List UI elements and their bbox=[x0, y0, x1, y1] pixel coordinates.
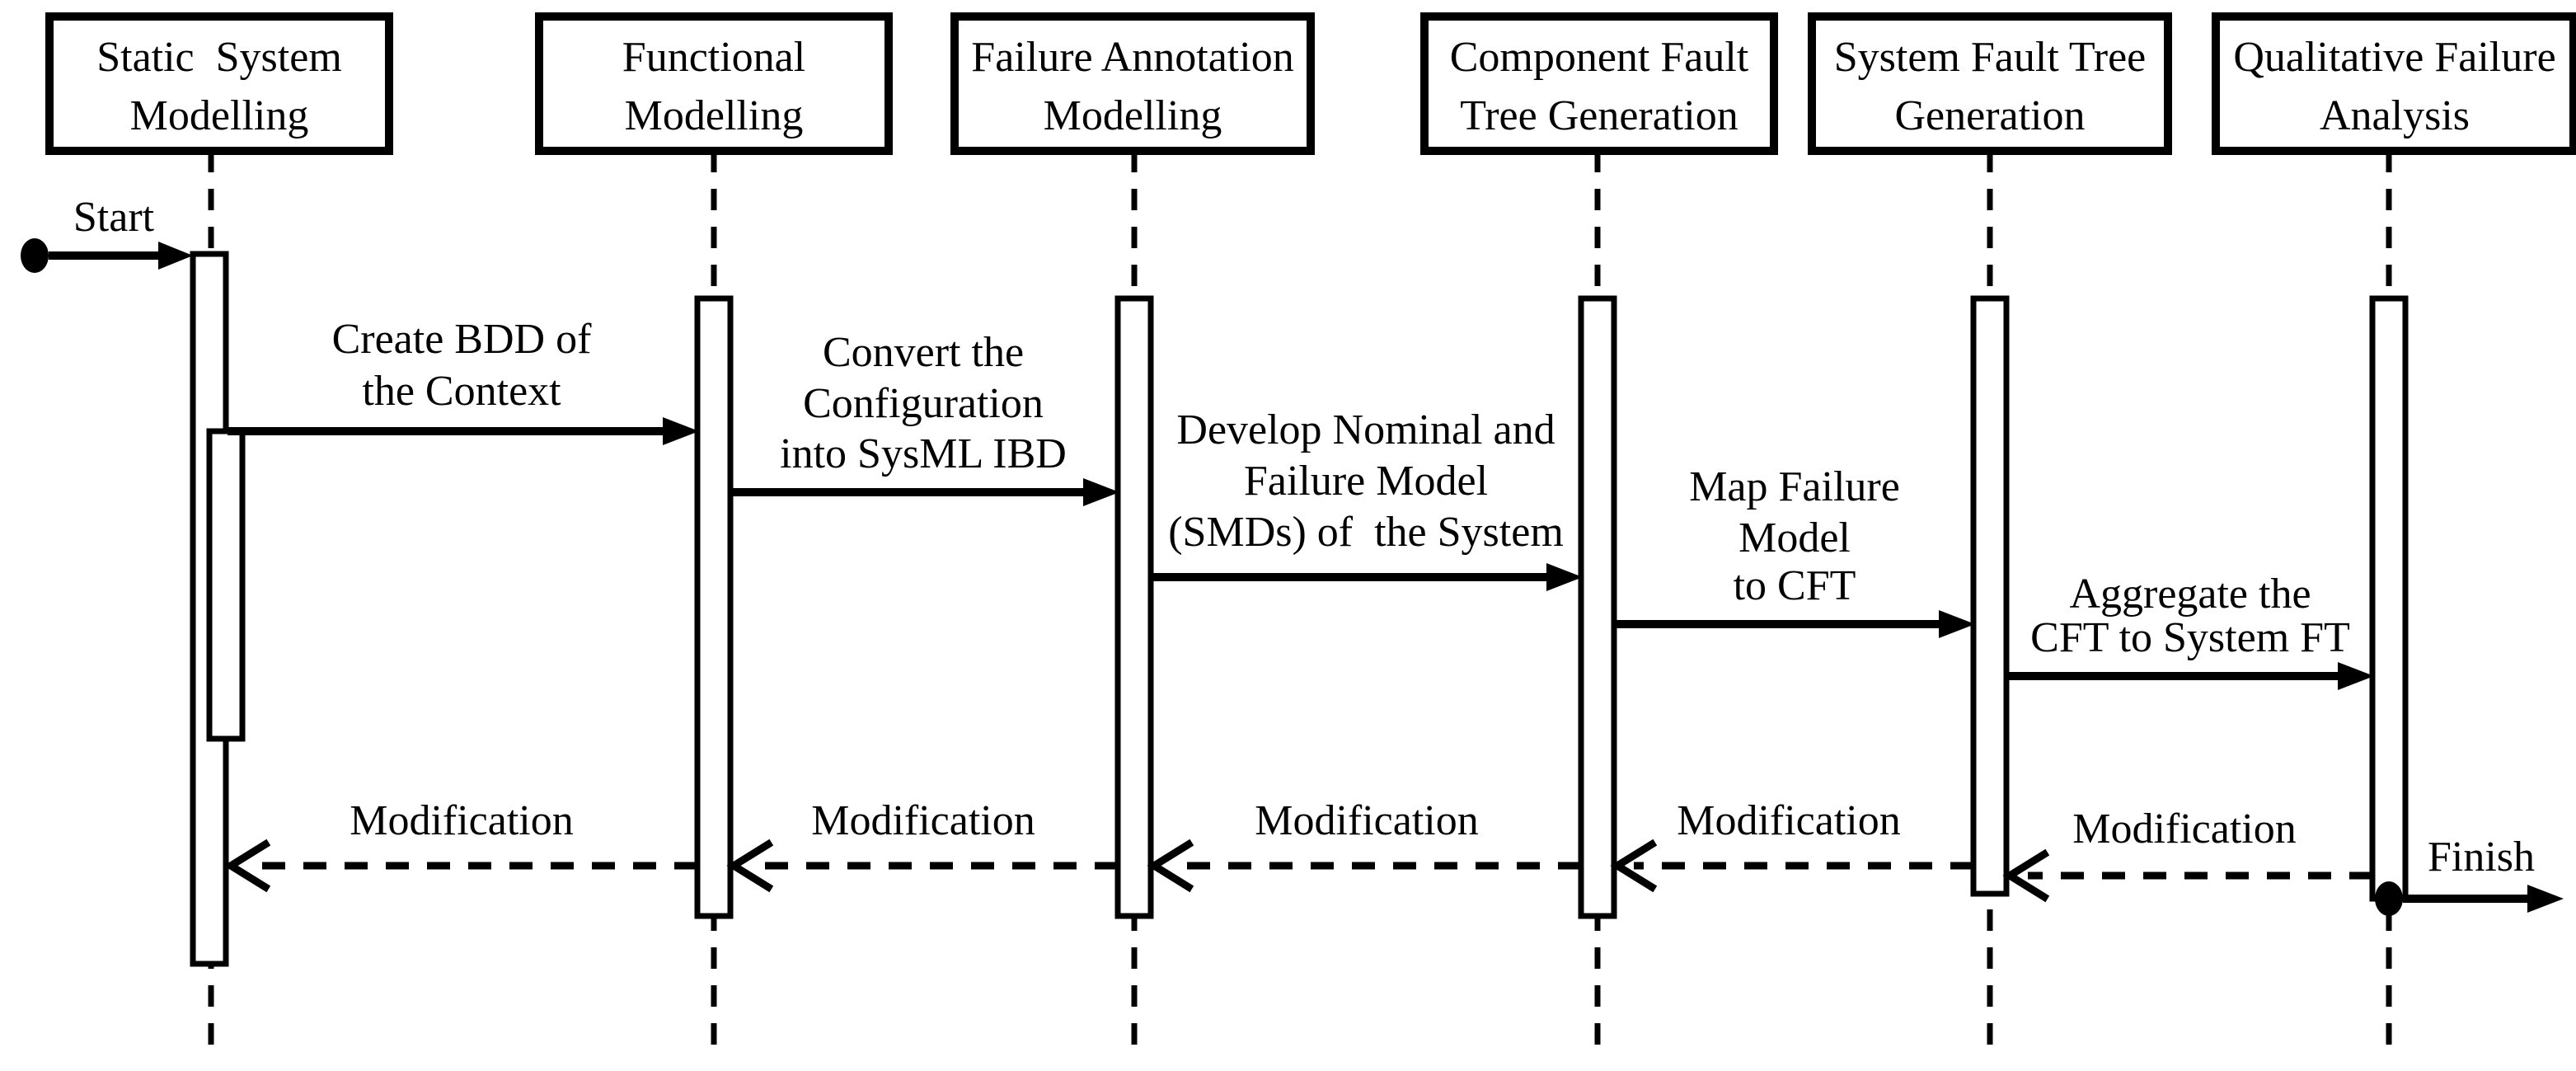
return-label: Modification bbox=[1255, 797, 1479, 844]
return-open-arrowhead bbox=[726, 838, 774, 893]
message-create-bdd: Create BDD of the Context bbox=[228, 316, 699, 445]
activation-bar-system-fault-tree-generation bbox=[1970, 295, 2010, 897]
return-open-arrowhead bbox=[2002, 848, 2050, 903]
message-label-line1: Develop Nominal and bbox=[1176, 406, 1555, 453]
lifeline-header-box bbox=[1420, 12, 1778, 155]
finish-node: Finish bbox=[2375, 834, 2564, 916]
return-open-arrowhead bbox=[1610, 838, 1658, 893]
activation-bar-static-system-modelling-nested bbox=[206, 428, 246, 742]
activation-bars bbox=[190, 251, 2409, 967]
message-label-line1: Create BDD of bbox=[332, 316, 592, 363]
lifeline-label-line1: Failure Annotation bbox=[971, 34, 1293, 81]
lifeline-label-line2: Tree Generation bbox=[1460, 92, 1738, 139]
lifeline-label-line2: Modelling bbox=[625, 92, 804, 139]
lifeline-label-line2: Modelling bbox=[130, 92, 309, 139]
lifeline-header-qualitative-failure-analysis: Qualitative Failure Analysis bbox=[2212, 12, 2576, 155]
message-arrowhead bbox=[1939, 610, 1975, 638]
activation-bar-failure-annotation-modelling bbox=[1114, 295, 1154, 919]
start-arrowhead bbox=[158, 242, 193, 270]
message-arrowhead bbox=[1546, 563, 1583, 591]
message-arrowhead bbox=[2338, 662, 2374, 690]
lifeline-label-line1: Qualitative Failure bbox=[2233, 34, 2555, 81]
lifeline-header-box bbox=[1808, 12, 2172, 155]
message-label-line1: Convert the bbox=[823, 329, 1024, 376]
return-message-modification-5: Modification bbox=[2002, 806, 2372, 903]
lifeline-header-box bbox=[535, 12, 893, 155]
lifeline-label-line2: Analysis bbox=[2320, 92, 2470, 139]
lifeline-header-box bbox=[2212, 12, 2576, 155]
lifeline-label-line2: Generation bbox=[1894, 92, 2085, 139]
lifeline-header-box bbox=[45, 12, 393, 155]
message-label-line3: (SMDs) of the System bbox=[1168, 509, 1564, 556]
message-map-failure-model: Map Failure Model to CFT bbox=[1614, 463, 1975, 638]
return-open-arrowhead bbox=[223, 838, 271, 893]
return-label: Modification bbox=[350, 797, 574, 844]
message-label-line1: Aggregate the bbox=[2069, 571, 2311, 618]
lifeline-header-system-fault-tree-generation: System Fault Tree Generation bbox=[1808, 12, 2172, 155]
lifeline-label-line1: Component Fault bbox=[1450, 34, 1749, 81]
lifeline-header-static-system-modelling: Static System Modelling bbox=[45, 12, 393, 155]
message-label-line1: Map Failure bbox=[1689, 463, 1900, 510]
return-message-modification-1: Modification bbox=[223, 797, 697, 893]
message-arrowhead bbox=[663, 417, 699, 445]
activation-bar-component-fault-tree-generation bbox=[1578, 295, 1617, 919]
lifeline-label-line2: Modelling bbox=[1044, 92, 1222, 139]
message-label-line3: to CFT bbox=[1734, 562, 1856, 609]
message-develop-models: Develop Nominal and Failure Model (SMDs)… bbox=[1151, 406, 1583, 591]
lifeline-label-line1: System Fault Tree bbox=[1834, 34, 2147, 81]
message-label-line2: Configuration bbox=[803, 380, 1044, 427]
return-open-arrowhead bbox=[1147, 838, 1194, 893]
return-label: Modification bbox=[1677, 797, 1901, 844]
message-aggregate-cft: Aggregate the CFT to System FT bbox=[2006, 571, 2374, 690]
activation-bar-qualitative-failure-analysis bbox=[2369, 295, 2409, 902]
return-message-modification-4: Modification bbox=[1610, 797, 1973, 893]
lifeline-header-box bbox=[950, 12, 1315, 155]
finish-dot bbox=[2375, 881, 2403, 916]
message-label-line2: Model bbox=[1738, 514, 1851, 561]
start-dot bbox=[21, 238, 49, 273]
message-label-line2: CFT to System FT bbox=[2030, 614, 2350, 661]
message-label-line3: into SysML IBD bbox=[780, 430, 1067, 477]
finish-label: Finish bbox=[2428, 834, 2535, 881]
return-message-modification-2: Modification bbox=[726, 797, 1118, 893]
activation-bar-functional-modelling bbox=[694, 295, 734, 919]
return-label: Modification bbox=[2072, 806, 2297, 853]
start-node: Start bbox=[21, 194, 193, 273]
lifeline-header-component-fault-tree-generation: Component Fault Tree Generation bbox=[1420, 12, 1778, 155]
message-label-line2: the Context bbox=[362, 368, 561, 415]
message-arrowhead bbox=[1083, 478, 1119, 506]
finish-arrowhead bbox=[2527, 885, 2564, 913]
lifeline-header-failure-annotation-modelling: Failure Annotation Modelling bbox=[950, 12, 1315, 155]
lifeline-label-line1: Static System bbox=[96, 34, 342, 81]
lifeline-header-functional-modelling: Functional Modelling bbox=[535, 12, 893, 155]
message-convert-configuration: Convert the Configuration into SysML IBD bbox=[730, 329, 1119, 506]
return-message-modification-3: Modification bbox=[1147, 797, 1581, 893]
return-label: Modification bbox=[811, 797, 1035, 844]
message-label-line2: Failure Model bbox=[1244, 458, 1488, 505]
lifeline-label-line1: Functional bbox=[622, 34, 805, 81]
start-label: Start bbox=[73, 194, 155, 241]
